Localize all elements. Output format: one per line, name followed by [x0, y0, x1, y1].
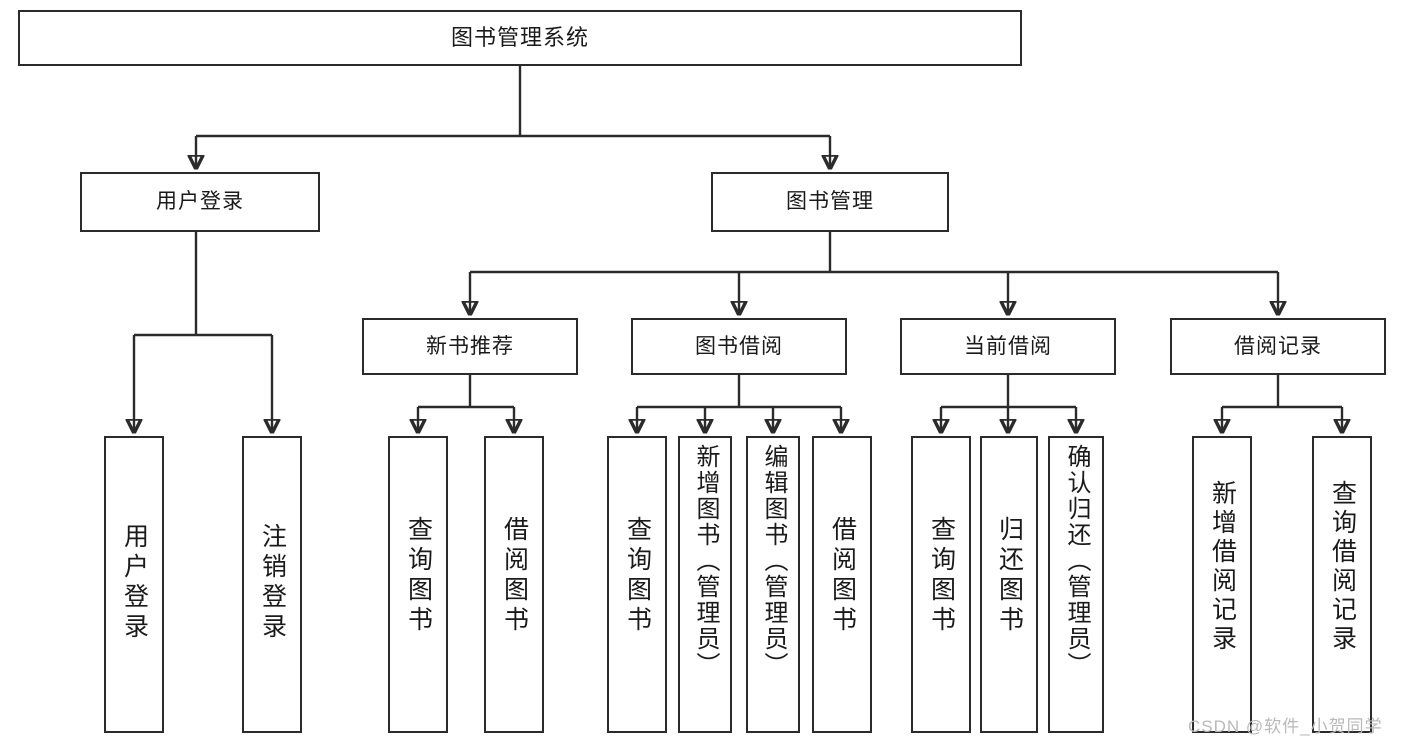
node-label: 确认归还（管理员） — [1063, 444, 1090, 678]
node-current-borrow[interactable]: 当前借阅 — [900, 318, 1116, 375]
node-label: 借阅图书 — [828, 516, 857, 636]
leaf-user-login[interactable]: 用户登录 — [104, 436, 164, 733]
node-label: 查询借阅记录 — [1328, 480, 1357, 654]
node-borrow-record[interactable]: 借阅记录 — [1170, 318, 1386, 375]
node-label: 用户登录 — [156, 190, 244, 214]
node-book-manage[interactable]: 图书管理 — [711, 172, 949, 232]
node-label: 新增图书（管理员） — [692, 444, 719, 678]
node-label: 借阅图书 — [500, 516, 529, 636]
node-label: 当前借阅 — [964, 334, 1052, 358]
leaf-query-book-borrow[interactable]: 查询图书 — [607, 436, 667, 733]
leaf-borrow-book-borrow[interactable]: 借阅图书 — [812, 436, 872, 733]
node-user-login[interactable]: 用户登录 — [80, 172, 320, 232]
leaf-return-book[interactable]: 归还图书 — [980, 436, 1038, 733]
node-label: 图书借阅 — [695, 334, 783, 358]
leaf-borrow-book-new[interactable]: 借阅图书 — [484, 436, 544, 733]
node-label: 查询图书 — [623, 516, 652, 636]
leaf-add-book-admin[interactable]: 新增图书（管理员） — [678, 436, 732, 733]
leaf-edit-book-admin[interactable]: 编辑图书（管理员） — [746, 436, 800, 733]
leaf-logout-login[interactable]: 注销登录 — [242, 436, 302, 733]
leaf-query-borrow-record[interactable]: 查询借阅记录 — [1312, 436, 1372, 733]
node-new-book-recommend[interactable]: 新书推荐 — [362, 318, 578, 375]
node-label: 查询图书 — [404, 516, 433, 636]
node-label: 归还图书 — [995, 516, 1024, 636]
node-label: 注销登录 — [258, 523, 287, 643]
node-label: 查询图书 — [927, 516, 956, 636]
leaf-confirm-return-admin[interactable]: 确认归还（管理员） — [1048, 436, 1104, 733]
node-label: 用户登录 — [120, 523, 149, 643]
node-label: 新书推荐 — [426, 334, 514, 358]
node-label: 图书管理系统 — [450, 24, 589, 50]
node-label: 借阅记录 — [1234, 334, 1322, 358]
node-label: 图书管理 — [786, 190, 874, 214]
leaf-query-book-current[interactable]: 查询图书 — [911, 436, 971, 733]
node-root-system[interactable]: 图书管理系统 — [18, 10, 1022, 66]
node-label: 编辑图书（管理员） — [760, 444, 787, 678]
node-label: 新增借阅记录 — [1208, 480, 1237, 654]
node-book-borrow[interactable]: 图书借阅 — [631, 318, 847, 375]
leaf-query-book-new[interactable]: 查询图书 — [388, 436, 448, 733]
leaf-add-borrow-record[interactable]: 新增借阅记录 — [1192, 436, 1252, 733]
